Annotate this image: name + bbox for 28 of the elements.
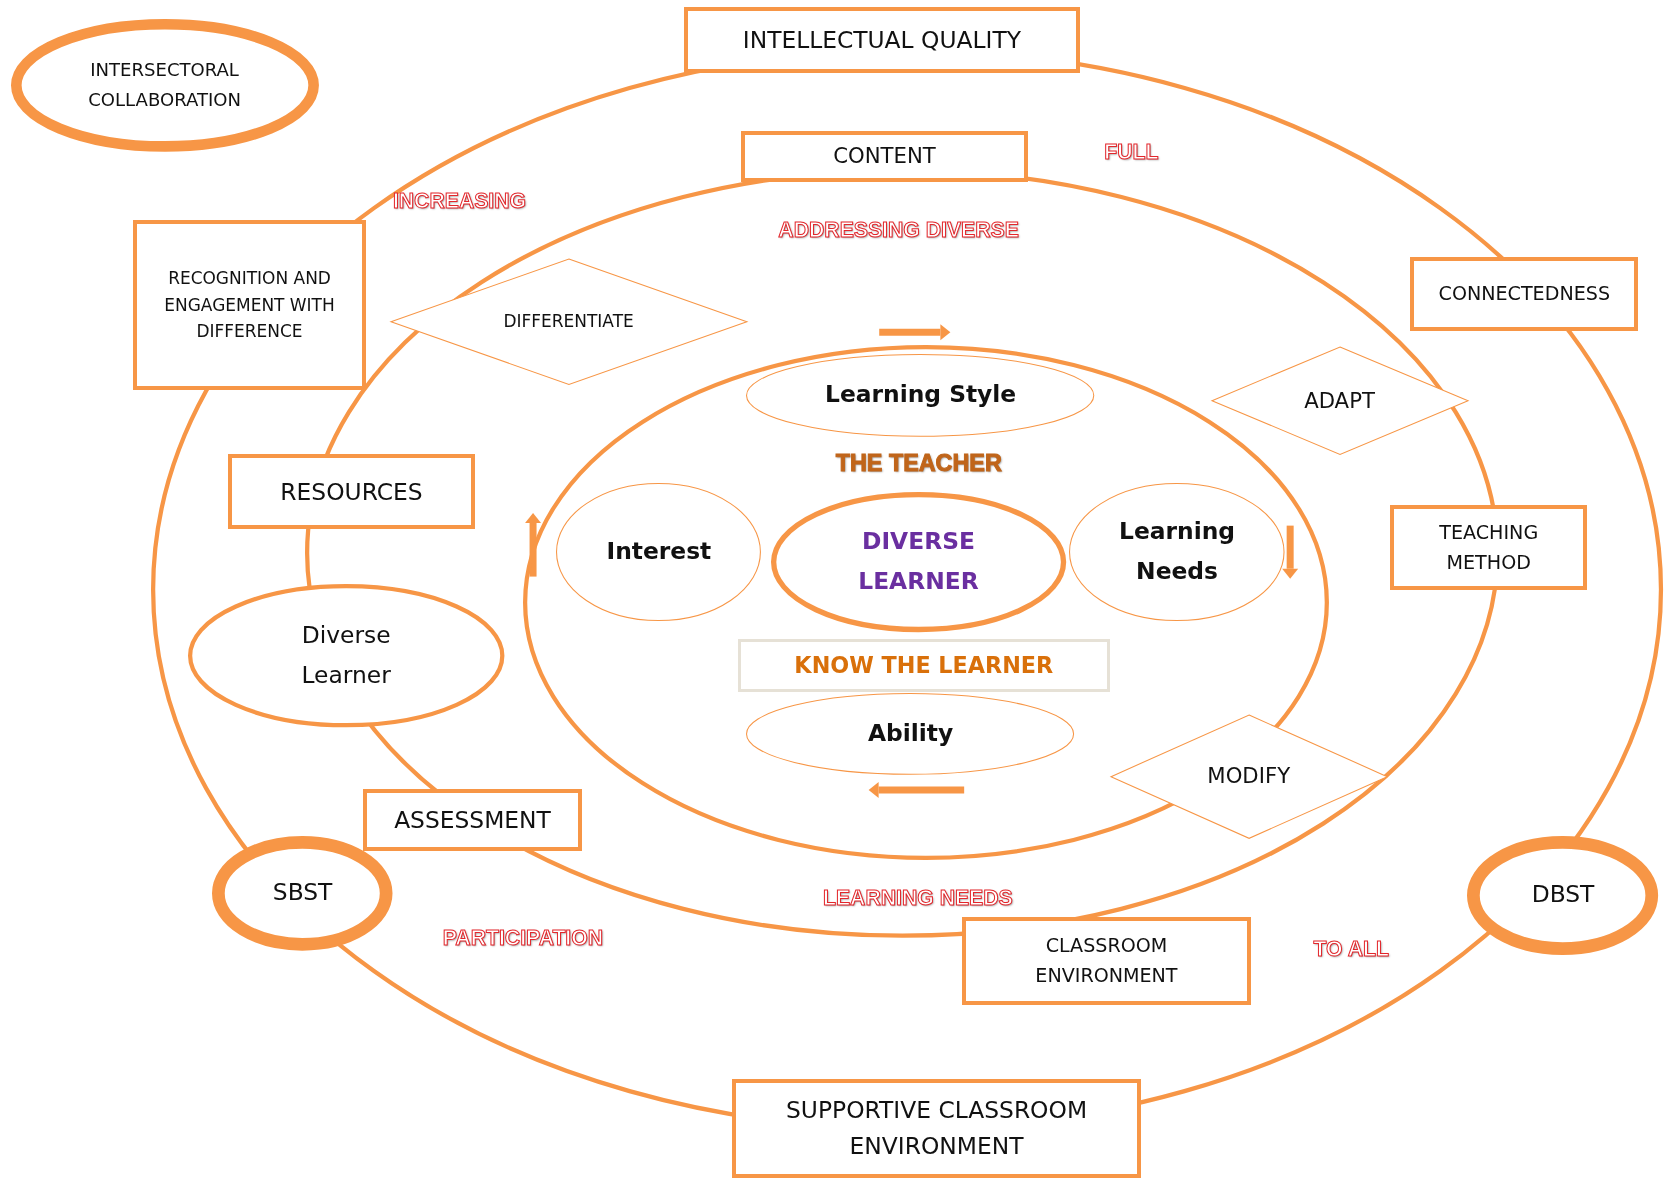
- text-box: ASSESSMENT: [363, 788, 582, 851]
- text-box: INTELLECTUAL QUALITY: [683, 7, 1080, 74]
- caption-text: TO ALL: [1313, 936, 1389, 961]
- node-label: SBST: [272, 877, 333, 909]
- node-label: MODIFY: [1207, 762, 1291, 791]
- caption-text: PARTICIPATION: [442, 925, 604, 950]
- text-box: SUPPORTIVE CLASSROOM ENVIRONMENT: [731, 1078, 1142, 1178]
- caption-text: LEARNING NEEDS: [822, 885, 1013, 910]
- text-box: CONTENT: [741, 130, 1028, 182]
- text-box: RESOURCES: [228, 454, 475, 529]
- caption-text: ADDRESSING DIVERSE: [778, 217, 1019, 242]
- text-box: TEACHING METHOD: [1389, 505, 1588, 591]
- node-label: DIFFERENTIATE: [503, 310, 634, 334]
- node-label: DBST: [1531, 879, 1595, 911]
- caption-text: FULL: [1104, 140, 1159, 165]
- node-label: Interest: [606, 536, 712, 568]
- node-label: Diverse Learner: [300, 620, 392, 691]
- node-label: Learning Style: [825, 379, 1017, 411]
- text-box: KNOW THE LEARNER: [737, 639, 1110, 693]
- text-box: CLASSROOM ENVIRONMENT: [962, 917, 1251, 1005]
- text-box: RECOGNITION AND ENGAGEMENT WITH DIFFERENCE: [132, 219, 367, 390]
- caption-text: THE TEACHER: [835, 450, 1002, 478]
- caption-text: INCREASING: [392, 189, 527, 213]
- node-label: INTERSECTORAL COLLABORATION: [87, 57, 242, 113]
- node-label: Learning Needs: [1118, 516, 1237, 588]
- node-label: DIVERSE LEARNER: [857, 526, 980, 597]
- node-label: ADAPT: [1304, 386, 1375, 415]
- node-label: Ability: [867, 718, 954, 750]
